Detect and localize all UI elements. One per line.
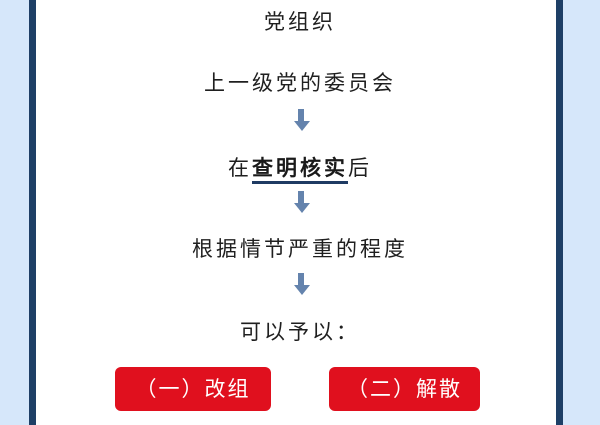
step-committee: 上一级党的委员会 — [204, 71, 396, 95]
top-label: 党组织 — [264, 10, 336, 34]
down-arrow-icon — [294, 191, 310, 213]
step-may-apply: 可以予以： — [240, 320, 360, 344]
step-verify-emphasis: 查明核实 — [252, 156, 348, 184]
down-arrow-icon — [294, 273, 310, 295]
step-verify-prefix: 在 — [228, 156, 252, 180]
option-reorganize: （一）改组 — [115, 367, 271, 411]
step-verify: 在查明核实后 — [0, 152, 600, 184]
step-verify-suffix: 后 — [348, 156, 372, 180]
down-arrow-icon — [294, 109, 310, 131]
option-dissolve: （二）解散 — [329, 367, 480, 411]
step-severity: 根据情节严重的程度 — [192, 237, 408, 261]
